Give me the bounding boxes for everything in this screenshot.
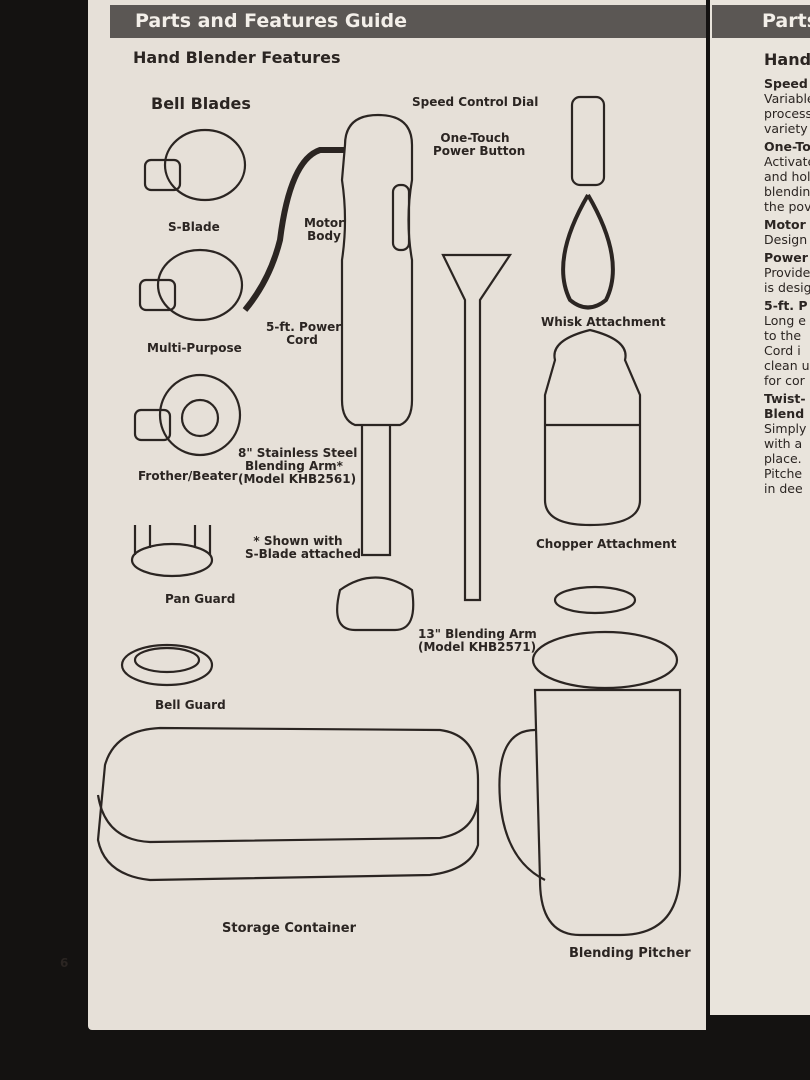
right-feature-heading: One-To [764,139,810,154]
motor-body-label-line: Body [307,229,341,243]
frother-label: Frother/Beater [138,469,238,483]
right-feature-heading: Twist- [764,391,806,406]
section-title: Hand Blender Features [133,48,341,67]
pitcher-label: Blending Pitcher [569,946,691,961]
storage-label: Storage Container [222,921,356,936]
whisk-illustration [561,95,615,310]
right-feature-text: with a [764,436,803,451]
right-feature-text: Provide [764,265,810,280]
right-feature-text: and hol [764,169,810,184]
arm-13-label-line: 13" Blending Arm [418,627,537,641]
bell-guard-illustration [120,643,214,687]
arm-8-label-line: (Model KHB2561) [238,472,357,486]
right-feature-text: for cor [764,373,805,388]
page-header: Parts and Features Guide [110,5,706,38]
page-number: 6 [60,956,69,970]
bell-guard-label: Bell Guard [155,698,226,712]
right-feature-heading: 5-ft. P [764,298,808,313]
multi-purpose-illustration [138,248,244,322]
right-feature-text: blendin [764,184,810,199]
right-feature-text: Design [764,232,808,247]
blending-arm-13-illustration [441,253,513,602]
right-feature-text: the pov [764,199,810,214]
right-feature-heading: Power [764,250,808,265]
right-page [710,0,810,1015]
right-feature-text: Activate [764,154,810,169]
right-feature-text: is desig [764,280,810,295]
pitcher-illustration [498,585,682,937]
right-feature-text: in dee [764,481,803,496]
hand-blender-illustration [242,113,415,632]
s-blade-illustration [143,128,247,202]
right-feature-heading: Blend [764,406,805,421]
power-cord-label-line: Cord [286,333,318,347]
pan-guard-illustration [130,525,214,578]
power-cord-label-line: 5-ft. Power [266,320,342,334]
bell-blades-title: Bell Blades [151,94,251,113]
motor-body-label-line: Motor [303,216,345,230]
right-feature-heading: Speed [764,76,808,91]
right-feature-heading: Motor [764,217,806,232]
shown-with-note-line: S-Blade attached [245,547,361,561]
right-feature-text: Cord i [764,343,801,358]
arm-8-label-line: Blending Arm* [245,459,343,473]
right-page-header: Parts [712,5,810,38]
speed-dial-label: Speed Control Dial [412,95,539,109]
right-feature-text: Simply [764,421,807,436]
right-feature-text: to the [764,328,802,343]
right-section-title: Hand [764,50,810,69]
chopper-label: Chopper Attachment [536,537,677,551]
right-feature-text: Variable [764,91,810,106]
chopper-illustration [543,328,642,527]
arm-13-label-line: (Model KHB2571) [418,640,537,654]
multi-purpose-label: Multi-Purpose [147,341,242,355]
right-feature-text: variety [764,121,808,136]
arm-8-label-line: 8" Stainless Steel [238,446,358,460]
power-button-label-line: One-Touch [440,131,510,145]
right-feature-text: Long e [764,313,806,328]
frother-illustration [133,373,242,457]
power-button-label-line: Power Button [433,144,526,158]
shown-with-note-line: * Shown with [253,534,343,548]
pan-guard-label: Pan Guard [165,592,236,606]
right-feature-text: place. [764,451,802,466]
right-feature-text: clean u [764,358,810,373]
right-feature-text: process [764,106,810,121]
whisk-label: Whisk Attachment [541,315,666,329]
right-feature-text: Pitche [764,466,803,481]
storage-container-illustration [96,726,480,882]
arm-13-label: 13" Blending Arm(Model KHB2571) [418,627,537,654]
s-blade-label: S-Blade [168,220,220,234]
